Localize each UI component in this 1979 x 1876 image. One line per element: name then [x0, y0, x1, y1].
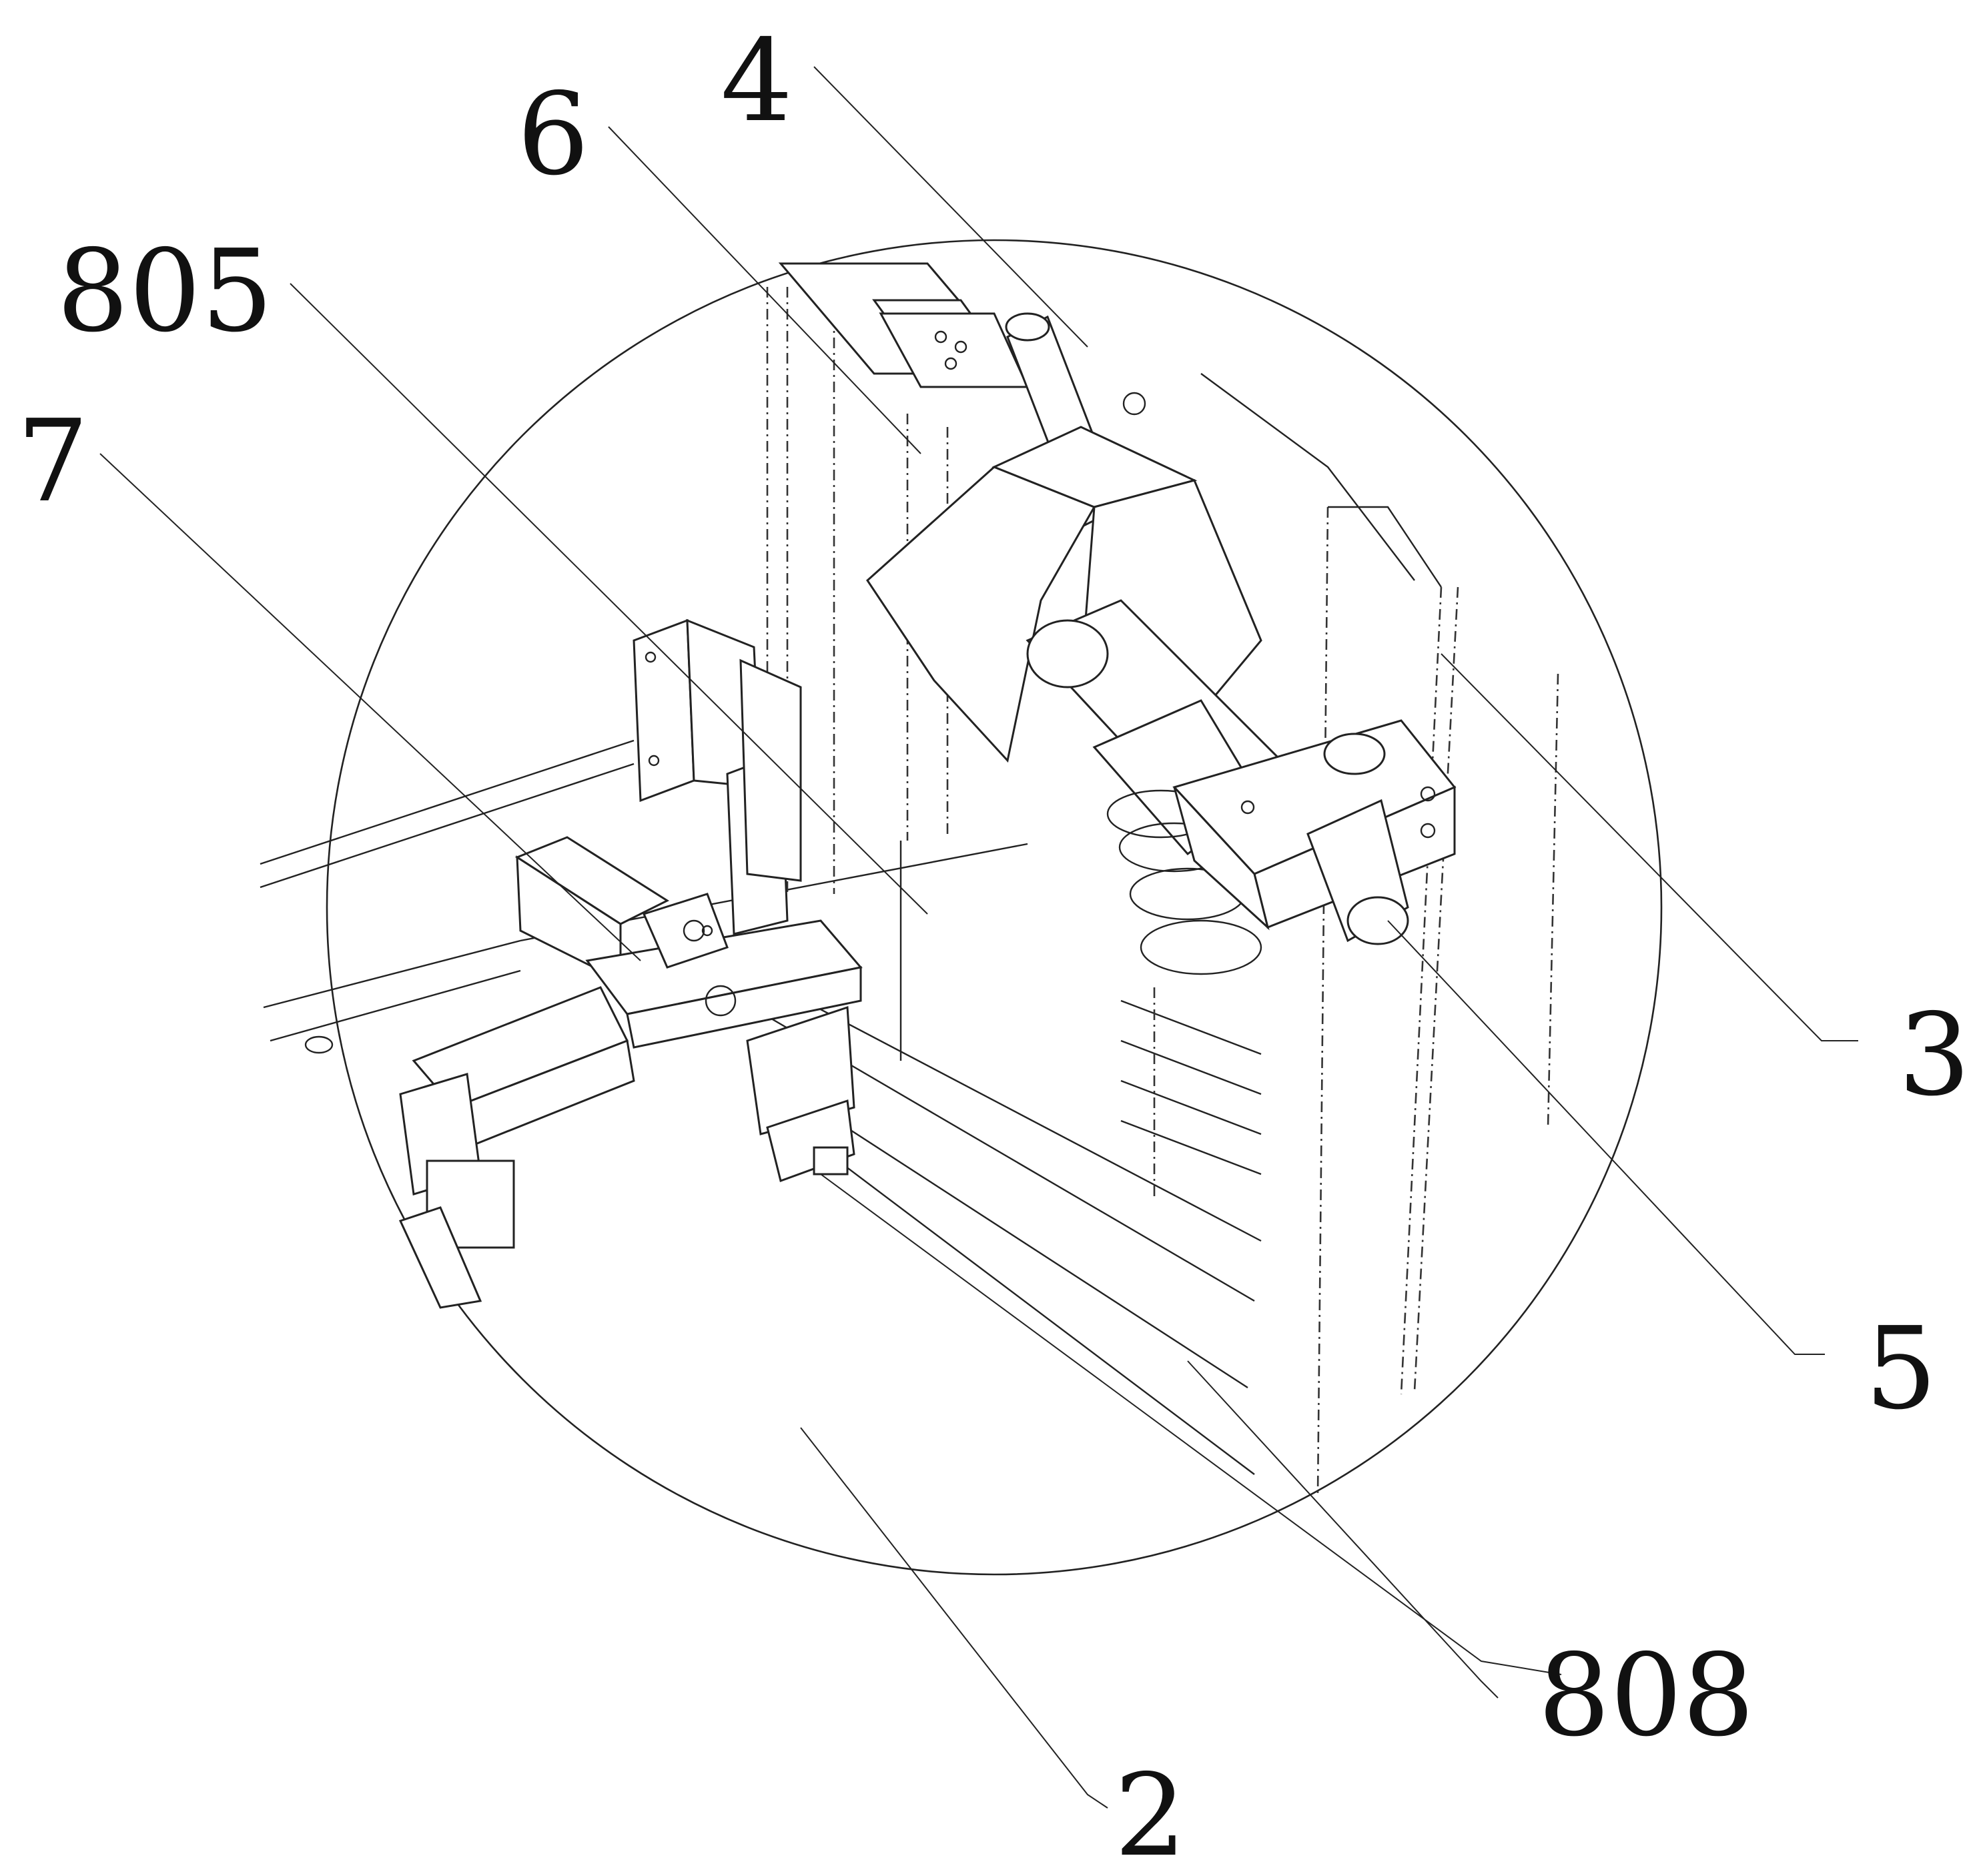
detail-circle: [326, 239, 1663, 1576]
mounting-plate: [633, 618, 802, 935]
clamp-block: [1172, 719, 1457, 945]
label-808: 808: [1538, 1630, 1754, 1762]
label-4: 4: [721, 15, 793, 147]
label-805: 805: [57, 225, 273, 358]
camera-housing: [866, 426, 1290, 975]
reference-labels: 4 6 805 7 3 5 808 2: [17, 15, 1970, 1876]
label-3: 3: [1898, 989, 1970, 1121]
label-7: 7: [17, 396, 89, 528]
leader-lines: [99, 66, 1858, 1809]
top-slider: [778, 262, 1146, 416]
label-6: 6: [517, 69, 589, 201]
machine-assembly: [260, 262, 1559, 1495]
label-5: 5: [1865, 1303, 1937, 1435]
label-2: 2: [1114, 1750, 1186, 1876]
gripper-arm: [398, 836, 863, 1309]
